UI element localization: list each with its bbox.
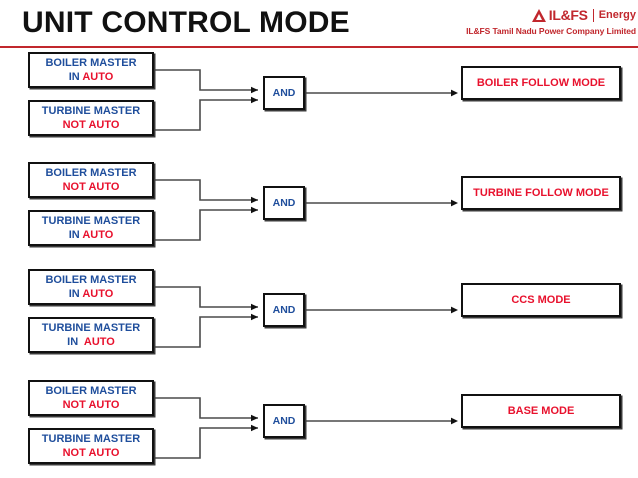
input-state: NOT AUTO xyxy=(63,118,120,132)
state-value: NOT AUTO xyxy=(62,181,120,193)
input-label: TURBINE MASTER xyxy=(41,433,141,445)
state-prefix: IN xyxy=(68,288,83,300)
input-state: NOT AUTO xyxy=(63,398,120,412)
output-box-mode: BASE MODE xyxy=(461,394,621,428)
input-label: BOILER MASTER xyxy=(45,167,137,179)
output-box-mode: BOILER FOLLOW MODE xyxy=(461,66,621,100)
input-state: IN AUTO xyxy=(69,228,114,242)
brand-unit: Energy xyxy=(598,8,636,21)
state-value: AUTO xyxy=(82,288,114,300)
logic-diagram: BOILER MASTER IN AUTO TURBINE MASTER NOT… xyxy=(0,48,638,478)
and-gate: AND xyxy=(263,293,305,327)
state-prefix: IN xyxy=(67,336,84,348)
state-value: NOT AUTO xyxy=(62,447,120,459)
logic-row: BOILER MASTER IN AUTO TURBINE MASTER NOT… xyxy=(0,48,638,143)
state-value: NOT AUTO xyxy=(62,399,120,411)
input-box-turbine-master: TURBINE MASTER NOT AUTO xyxy=(28,100,154,136)
state-value: AUTO xyxy=(82,229,114,241)
input-box-boiler-master: BOILER MASTER IN AUTO xyxy=(28,52,154,88)
input-label: BOILER MASTER xyxy=(45,385,137,397)
state-value: AUTO xyxy=(82,71,114,83)
input-box-boiler-master: BOILER MASTER IN AUTO xyxy=(28,269,154,305)
logic-row: BOILER MASTER NOT AUTO TURBINE MASTER NO… xyxy=(0,376,638,471)
input-state: IN AUTO xyxy=(69,287,114,301)
state-prefix: IN xyxy=(68,229,83,241)
input-label: TURBINE MASTER xyxy=(41,322,141,334)
state-prefix: IN xyxy=(68,71,83,83)
input-box-turbine-master: TURBINE MASTER NOT AUTO xyxy=(28,428,154,464)
input-state: IN AUTO xyxy=(67,335,115,349)
input-box-turbine-master: TURBINE MASTER IN AUTO xyxy=(28,210,154,246)
input-label: BOILER MASTER xyxy=(45,57,137,69)
brand-name: IL&FS xyxy=(548,7,588,23)
and-gate: AND xyxy=(263,186,305,220)
triangle-logo-icon xyxy=(531,8,546,22)
state-value: AUTO xyxy=(83,336,115,348)
and-gate: AND xyxy=(263,404,305,438)
input-label: BOILER MASTER xyxy=(45,274,137,286)
input-box-turbine-master: TURBINE MASTER IN AUTO xyxy=(28,317,154,353)
output-box-mode: CCS MODE xyxy=(461,283,621,317)
input-box-boiler-master: BOILER MASTER NOT AUTO xyxy=(28,380,154,416)
logic-row: BOILER MASTER IN AUTO TURBINE MASTER IN … xyxy=(0,265,638,360)
input-state: IN AUTO xyxy=(69,70,114,84)
brand-subtitle: IL&FS Tamil Nadu Power Company Limited xyxy=(466,26,636,36)
logo-divider xyxy=(592,8,594,22)
company-logo: IL&FS Energy IL&FS Tamil Nadu Power Comp… xyxy=(461,7,636,36)
logic-row: BOILER MASTER NOT AUTO TURBINE MASTER IN… xyxy=(0,158,638,253)
page-header: UNIT CONTROL MODE IL&FS Energy IL&FS Tam… xyxy=(0,0,638,48)
input-state: NOT AUTO xyxy=(63,446,120,460)
logo-wordmark: IL&FS Energy xyxy=(461,7,636,23)
input-label: TURBINE MASTER xyxy=(41,215,141,227)
input-label: TURBINE MASTER xyxy=(41,105,141,117)
and-gate: AND xyxy=(263,76,305,110)
header-divider-rule xyxy=(0,46,638,48)
page-title: UNIT CONTROL MODE xyxy=(22,6,350,39)
input-state: NOT AUTO xyxy=(63,180,120,194)
input-box-boiler-master: BOILER MASTER NOT AUTO xyxy=(28,162,154,198)
output-box-mode: TURBINE FOLLOW MODE xyxy=(461,176,621,210)
state-value: NOT AUTO xyxy=(62,119,120,131)
